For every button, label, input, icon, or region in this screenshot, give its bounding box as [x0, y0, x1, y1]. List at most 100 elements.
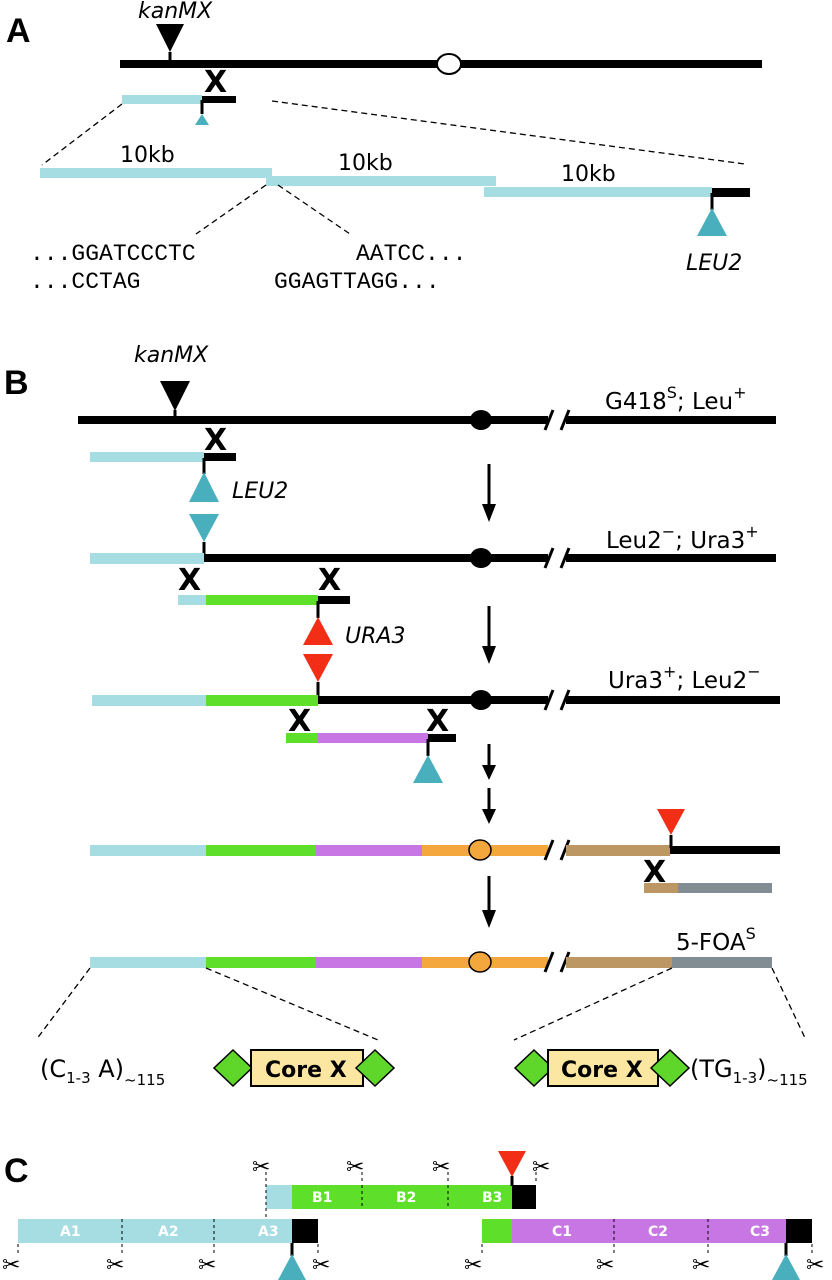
donor-end-black-a	[202, 96, 236, 103]
telomere-left: (C1-3 A)~115	[40, 1055, 165, 1089]
core-x-box-right	[547, 1049, 659, 1087]
crossover-mark-b3-left: X	[288, 704, 311, 739]
seq-zoom-line-right	[277, 184, 351, 235]
centromere-b-row1	[470, 410, 492, 430]
fragment-2-a	[266, 176, 496, 186]
leu2-marker-c-a	[278, 1254, 306, 1280]
leu2-marker-b1-up	[189, 472, 219, 502]
donor-end-black-b1	[204, 453, 236, 461]
strip-b-green	[292, 1185, 512, 1209]
crossover-mark-b4: X	[643, 855, 666, 890]
segment-purple-b5	[316, 957, 422, 968]
zoom-line-left-a	[41, 103, 123, 166]
break-mark-b-row5-a	[543, 951, 555, 973]
core-x-label-left: Core X	[265, 1058, 347, 1083]
segment-lightblue-b4	[90, 845, 206, 856]
donor-green-b2	[206, 595, 318, 605]
kanmx-marker-a	[156, 24, 184, 52]
panel-label-a: A	[6, 12, 31, 50]
segment-label-c2: C2	[648, 1224, 668, 1240]
scissors-icon: ✂	[198, 1253, 216, 1278]
core-x-label-right: Core X	[561, 1058, 643, 1083]
scissors-icon: ✂	[806, 1253, 824, 1278]
scissors-icon: ✂	[106, 1253, 124, 1278]
break-mark-b-row3-a	[543, 689, 555, 711]
segment-purple-b4	[316, 845, 422, 856]
segment-label-b3: B3	[482, 1190, 502, 1206]
phenotype-row3: Ura3+; Leu2−	[608, 662, 761, 694]
strip-c-green	[482, 1219, 512, 1243]
zoom-line-left-b-1	[35, 967, 91, 1041]
kanmx-label-b: kanMX	[134, 343, 209, 368]
segment-label-b1: B1	[312, 1190, 332, 1206]
donor-fragment-a	[122, 95, 202, 104]
centromere-b-row4	[468, 839, 492, 861]
ura3-marker-b4	[657, 809, 685, 835]
leu2-marker-a	[697, 208, 727, 236]
leu2-marker-c-c	[772, 1254, 800, 1280]
break-mark-b-row3-b	[559, 689, 571, 711]
scissors-icon: ✂	[692, 1253, 710, 1278]
panel-label-b: B	[4, 364, 29, 402]
donor-end-black-b2	[318, 596, 350, 604]
donor-fragment-b1	[90, 452, 204, 462]
strip-c-purple	[512, 1219, 786, 1243]
centromere-b-row5	[468, 951, 492, 973]
break-mark-b-row1-b	[559, 409, 571, 431]
leu2-label-a: LEU2	[686, 251, 742, 276]
leu2-marker-b2-down	[189, 514, 219, 542]
sequence-bottom-right: GGAGTTAGG...	[274, 269, 440, 295]
scissors-icon: ✂	[312, 1253, 330, 1278]
segment-tan-b4	[566, 845, 670, 856]
leu2-label-b: LEU2	[232, 479, 288, 504]
panel-label-c: C	[4, 1152, 29, 1190]
crossover-mark-a: X	[204, 65, 227, 100]
scissors-icon: ✂	[2, 1253, 20, 1278]
sequence-bottom-left: ...CCTAG	[30, 269, 140, 295]
crossover-mark-b2-left: X	[178, 563, 201, 598]
break-mark-b-row1-a	[543, 409, 555, 431]
seq-zoom-line-left	[195, 184, 267, 235]
strip-a-black-end	[292, 1219, 318, 1243]
donor-end-black-b3	[428, 734, 456, 742]
arrow-b3-head	[482, 765, 496, 780]
segment-lightblue-b5	[90, 957, 206, 968]
telomere-right: (TG1-3)~115	[690, 1055, 808, 1089]
segment-green-b3	[206, 695, 318, 706]
segment-tan-b5	[566, 957, 672, 968]
diamond-right-2	[649, 1048, 691, 1088]
strip-b-black-end	[512, 1185, 536, 1209]
scissors-icon: ✂	[596, 1253, 614, 1278]
segment-green-b5	[206, 957, 316, 968]
fragment-3-end-black-a	[712, 188, 750, 197]
strip-a-lightblue	[18, 1219, 292, 1243]
fragment-1-a	[40, 168, 272, 178]
phenotype-row2: Leu2−; Ura3+	[606, 522, 759, 554]
centromere-b-row2	[470, 548, 492, 568]
kanmx-label-a: kanMX	[138, 0, 213, 24]
sequence-top-left: ...GGATCCCTC	[30, 241, 196, 267]
segment-label-a2: A2	[158, 1224, 179, 1240]
zoom-line-right-b-2	[771, 967, 807, 1041]
crossover-mark-b2-right: X	[318, 563, 341, 598]
ura3-marker-b3-down	[303, 654, 333, 682]
segment-lightblue-b3	[92, 695, 206, 706]
strip-c-black-end	[786, 1219, 812, 1243]
scissors-icon: ✂	[532, 1155, 550, 1180]
break-mark-b-row4-a	[543, 839, 555, 861]
segment-label-a1: A1	[60, 1224, 81, 1240]
arrow-b1-head	[482, 504, 496, 522]
donor-lightblue-b2	[178, 595, 206, 605]
segment-label-c1: C1	[552, 1224, 572, 1240]
donor-tan-b4	[644, 883, 678, 893]
crossover-mark-b1: X	[204, 423, 227, 458]
segment-green-b4	[206, 845, 316, 856]
scissors-icon: ✂	[252, 1155, 270, 1180]
scissors-icon: ✂	[346, 1155, 364, 1180]
leu2-marker-b3	[413, 755, 443, 783]
ura3-marker-c	[498, 1151, 526, 1177]
segment-label-a3: A3	[258, 1224, 279, 1240]
kb-label-1: 10kb	[120, 143, 175, 168]
break-mark-b-row4-b	[559, 839, 571, 861]
